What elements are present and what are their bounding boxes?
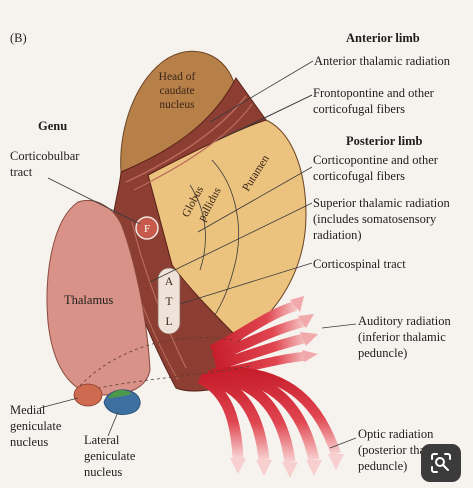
auditory-radiation bbox=[209, 296, 318, 379]
caudate-label-line2: caudate bbox=[159, 85, 194, 97]
f-marker-label: F bbox=[144, 223, 150, 235]
google-lens-icon bbox=[431, 453, 451, 473]
leader-corticobulbar bbox=[47, 177, 141, 225]
corticobulbar-label-line2: tract bbox=[10, 165, 33, 179]
lateral-geniculate-label-line3: nucleus bbox=[84, 465, 122, 479]
leader-optic bbox=[329, 437, 357, 449]
thalamus-label: Thalamus bbox=[64, 293, 113, 307]
frontopontine-label-line2: corticofugal fibers bbox=[313, 102, 405, 116]
corticopontine-label-line1: Corticopontine and other bbox=[313, 153, 439, 167]
leader-anterior-thalamic bbox=[209, 60, 314, 123]
anterior-thalamic-label: Anterior thalamic radiation bbox=[314, 54, 451, 68]
lens-search-button[interactable] bbox=[421, 444, 461, 482]
lateral-geniculate-green bbox=[108, 389, 132, 398]
medial-geniculate-label-line2: geniculate bbox=[10, 419, 62, 433]
capsule-band-2 bbox=[133, 103, 253, 191]
optic-label-line3: peduncle) bbox=[358, 459, 407, 473]
auditory-label-line3: peduncle) bbox=[358, 346, 407, 360]
genu-heading: Genu bbox=[38, 119, 67, 133]
capsule-band-1 bbox=[125, 95, 247, 183]
panel-letter: (B) bbox=[10, 31, 27, 45]
leader-lateral-geniculate bbox=[107, 411, 119, 437]
leader-frontopontine-b bbox=[243, 94, 313, 129]
leader-auditory bbox=[321, 323, 357, 329]
atl-marker-t: T bbox=[165, 296, 172, 308]
caudate-label-line3: nucleus bbox=[159, 99, 195, 111]
corticospinal-label: Corticospinal tract bbox=[313, 257, 406, 271]
auditory-label-line1: Auditory radiation bbox=[358, 314, 451, 328]
atl-marker-l: L bbox=[165, 316, 172, 328]
caudate-label-line1: Head of bbox=[159, 71, 196, 83]
posterior-limb-heading: Posterior limb bbox=[346, 134, 423, 148]
superior-thalamic-label-line2: (includes somatosensory bbox=[313, 212, 437, 226]
superior-thalamic-label-line1: Superior thalamic radiation bbox=[313, 196, 451, 210]
medial-geniculate-label-line3: nucleus bbox=[10, 435, 48, 449]
capsule-band-3 bbox=[131, 221, 187, 369]
leader-medial-geniculate bbox=[39, 397, 79, 409]
medial-geniculate-label-line1: Medial bbox=[10, 403, 46, 417]
internal-capsule bbox=[111, 77, 267, 392]
atl-marker-a: A bbox=[165, 276, 174, 288]
optic-radiation bbox=[197, 366, 344, 478]
corticopontine-label-line2: corticofugal fibers bbox=[313, 169, 405, 183]
leader-corticopontine bbox=[197, 166, 313, 233]
lateral-geniculate-label-line2: geniculate bbox=[84, 449, 136, 463]
lateral-geniculate-label-line1: Lateral bbox=[84, 433, 120, 447]
leader-superior-thalamic bbox=[149, 202, 313, 283]
f-marker bbox=[135, 216, 159, 240]
medial-geniculate-nucleus bbox=[73, 383, 103, 407]
frontopontine-label-line1: Frontopontine and other bbox=[313, 86, 435, 100]
leader-corticospinal bbox=[179, 262, 313, 305]
superior-thalamic-label-line3: radiation) bbox=[313, 228, 362, 242]
corticobulbar-label-line1: Corticobulbar bbox=[10, 149, 80, 163]
auditory-label-line2: (inferior thalamic bbox=[358, 330, 446, 344]
optic-label-line1: Optic radiation bbox=[358, 427, 434, 441]
pallidus-inner-border bbox=[189, 184, 206, 271]
anterior-limb-heading: Anterior limb bbox=[346, 31, 420, 45]
atl-marker bbox=[157, 267, 181, 335]
dashed-outline bbox=[75, 337, 251, 393]
